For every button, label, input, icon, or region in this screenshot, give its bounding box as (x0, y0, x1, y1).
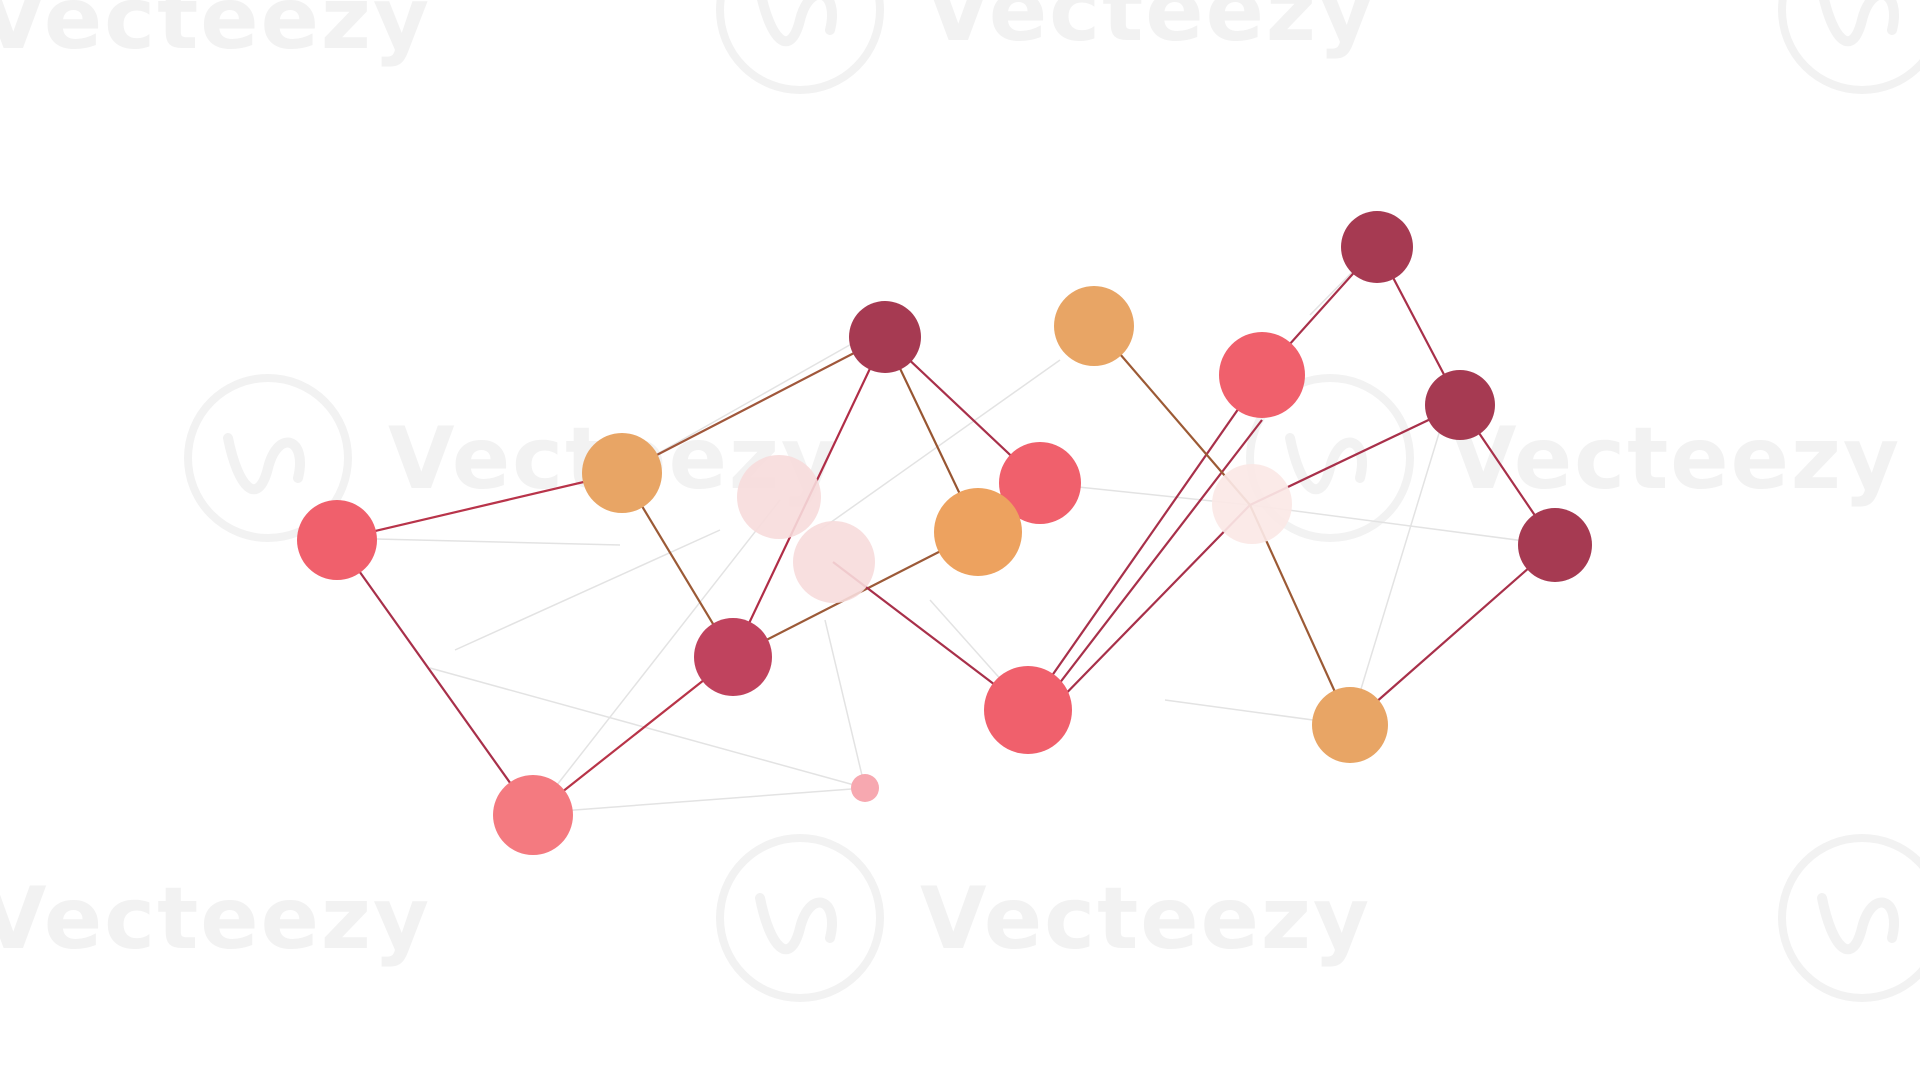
connection-line (621, 336, 886, 474)
sand-node (1054, 286, 1134, 366)
watermark-badge-icon (1778, 0, 1920, 94)
connection-line (429, 667, 866, 789)
connection-line (534, 787, 866, 814)
watermark-v-icon (223, 433, 305, 495)
connection-line (1249, 504, 1556, 546)
nodes (297, 211, 1592, 855)
coral-node (297, 500, 377, 580)
connection-line (454, 529, 721, 651)
connection-line (1041, 419, 1263, 707)
connection-line (534, 499, 781, 814)
blush-node (793, 521, 875, 603)
small-pink-node (851, 774, 879, 802)
crimson-node (1425, 370, 1495, 440)
blush-node (1212, 464, 1292, 544)
watermark-badge-icon (1246, 374, 1414, 542)
connection-line (1027, 374, 1263, 711)
raspberry-node (694, 618, 772, 696)
watermark-badge-icon (716, 0, 884, 94)
watermark-v-icon (1819, 0, 1899, 47)
watermark-badge-icon (716, 834, 884, 1002)
main-connections (336, 246, 1556, 816)
sand-node (582, 433, 662, 513)
coral-node (999, 442, 1081, 524)
coral-node (493, 775, 573, 855)
watermark-bottom-right (1778, 834, 1920, 1002)
connection-line (336, 537, 621, 546)
coral-node (1219, 332, 1305, 418)
watermark-bottom-center: Vecteezy (716, 834, 1371, 1002)
crimson-node (1341, 211, 1413, 283)
watermark-bottom-left: Vecteezy (0, 869, 431, 969)
connection-line (1349, 429, 1441, 726)
watermark-badge-icon (184, 374, 352, 542)
watermark-badge-icon (1778, 834, 1920, 1002)
sand-node (934, 488, 1022, 576)
watermark-middle-right: Vecteezy (1246, 374, 1901, 542)
connection-line (1047, 504, 1251, 713)
coral-node (984, 666, 1072, 754)
connection-line (336, 471, 623, 542)
watermark-top-left: Vecteezy (0, 0, 431, 69)
connection-line (824, 619, 866, 789)
connection-line (1248, 504, 1352, 726)
watermark-text: Vecteezy (0, 869, 431, 969)
watermark-text: Vecteezy (920, 869, 1371, 969)
connection-line (532, 656, 734, 816)
connection-line (819, 359, 1061, 531)
watermark-top-center: Vecteezy (716, 0, 1376, 94)
watermark-v-icon (1817, 893, 1899, 955)
sand-node (1312, 687, 1388, 763)
connection-line (336, 539, 534, 816)
crimson-node (1518, 508, 1592, 582)
watermark-text: Vecteezy (1450, 409, 1901, 509)
watermark-text: Vecteezy (0, 0, 431, 69)
connection-line (1349, 544, 1556, 726)
watermark-v-icon (755, 893, 837, 955)
watermark-top-right (1778, 0, 1920, 94)
watermark-v-icon (757, 0, 837, 47)
watermark-text: Vecteezy (925, 0, 1376, 61)
crimson-node (849, 301, 921, 373)
blush-node (737, 455, 821, 539)
